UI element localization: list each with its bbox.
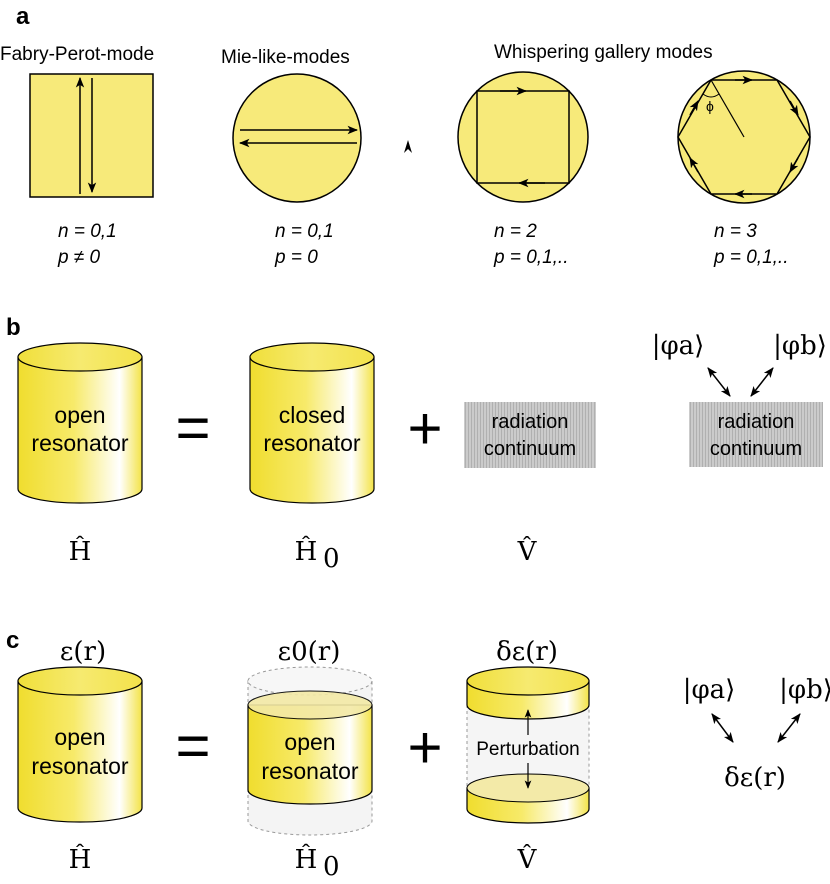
continuum-label-1: radiation [492,411,569,433]
radiation-continuum-box-right: radiation continuum [689,402,823,467]
open-resonator-c-label-2: resonator [31,753,129,779]
panel-a-label: a [16,3,30,30]
panel-c-label: c [6,627,19,654]
epsilon-label: ε(r) [60,637,106,667]
mode-2-n: n = 0,1 [275,221,334,242]
closed-resonator-cylinder: closed resonator [249,342,375,504]
svg-text:0: 0 [323,852,340,882]
mie-title: Mie-like-modes [221,47,350,68]
h0-operator: Ĥ 0 [295,535,340,574]
fabry-perot-title: Fabry-Perot-mode [0,44,154,65]
delta-epsilon-label: δε(r) [496,637,558,667]
svg-text:Ĥ: Ĥ [295,535,318,567]
h-operator: Ĥ [69,535,92,567]
mode-3-n: n = 2 [494,221,537,242]
stray-arrowhead-icon [404,140,412,153]
closed-resonator-label-2: resonator [263,430,361,456]
ket-b-c: |φb⟩ [779,675,830,705]
open-resonator-cylinder: open resonator [17,342,143,504]
h0-operator-c: Ĥ 0 [295,843,340,882]
mode-2-p: p = 0 [274,247,318,268]
wgm-n3-resonator: ϕ [677,70,811,204]
phi-symbol: ϕ [706,98,714,114]
panel-b: b open resonator = closed resonator + ra… [6,314,827,574]
mode-3-p: p = 0,1,.. [493,247,568,268]
wgm-n2-resonator [457,71,589,203]
closed-resonator-label-1: closed [279,402,345,428]
panel-a: a Fabry-Perot-mode Mie-like-modes Whispe… [0,3,811,268]
mode-1-n: n = 0,1 [58,221,117,242]
mode-1-p: p ≠ 0 [57,247,101,268]
perturbation-label: Perturbation [476,739,580,760]
panel-c: c ε(r) ε0(r) δε(r) open resonator = open… [6,627,830,882]
radiation-continuum-box: radiation continuum [464,402,596,468]
continuum-right-label-2: continuum [710,438,802,460]
plus-sign: + [407,395,442,462]
v-operator-c: V̂ [517,844,538,875]
coupling-arrow-b [750,367,774,397]
whispering-title: Whispering gallery modes [494,42,713,63]
svg-text:0: 0 [323,544,340,574]
ket-b-b: |φb⟩ [773,331,827,361]
mie-resonator [232,73,362,203]
fabry-perot-resonator [29,73,154,198]
coupling-arrow-b-c [777,713,801,743]
coupling-term: δε(r) [724,763,786,793]
epsilon0-cylinder: open resonator [247,666,373,836]
continuum-right-label-1: radiation [718,411,795,433]
v-operator: V̂ [517,536,538,567]
open-resonator-c-label-1: open [54,724,105,750]
plus-sign-c: + [407,714,442,781]
coupling-arrow-a-c [711,713,734,743]
perturbation-cylinder: Perturbation [466,666,590,824]
mode-4-n: n = 3 [714,221,757,242]
epsilon0-label: ε0(r) [278,637,341,667]
mode-numbers: n = 0,1 p ≠ 0 n = 0,1 p = 0 n = 2 p = 0,… [57,221,788,268]
open-resonator-cylinder-c: open resonator [17,666,143,823]
open-resonator-label-2: resonator [31,430,129,456]
panel-b-label: b [6,314,21,341]
continuum-label-2: continuum [484,438,576,460]
h-operator-c: Ĥ [69,843,92,875]
equals-sign: = [175,394,210,461]
ket-a-b: |φa⟩ [652,331,705,361]
inner-resonator-label-2: resonator [261,758,359,784]
inner-resonator-label-1: open [284,729,335,755]
ket-a-c: |φa⟩ [683,675,736,705]
coupling-arrow-a [707,367,731,397]
equals-sign-c: = [175,712,210,779]
mode-4-p: p = 0,1,.. [713,247,788,268]
open-resonator-label-1: open [54,402,105,428]
svg-text:Ĥ: Ĥ [295,843,318,875]
